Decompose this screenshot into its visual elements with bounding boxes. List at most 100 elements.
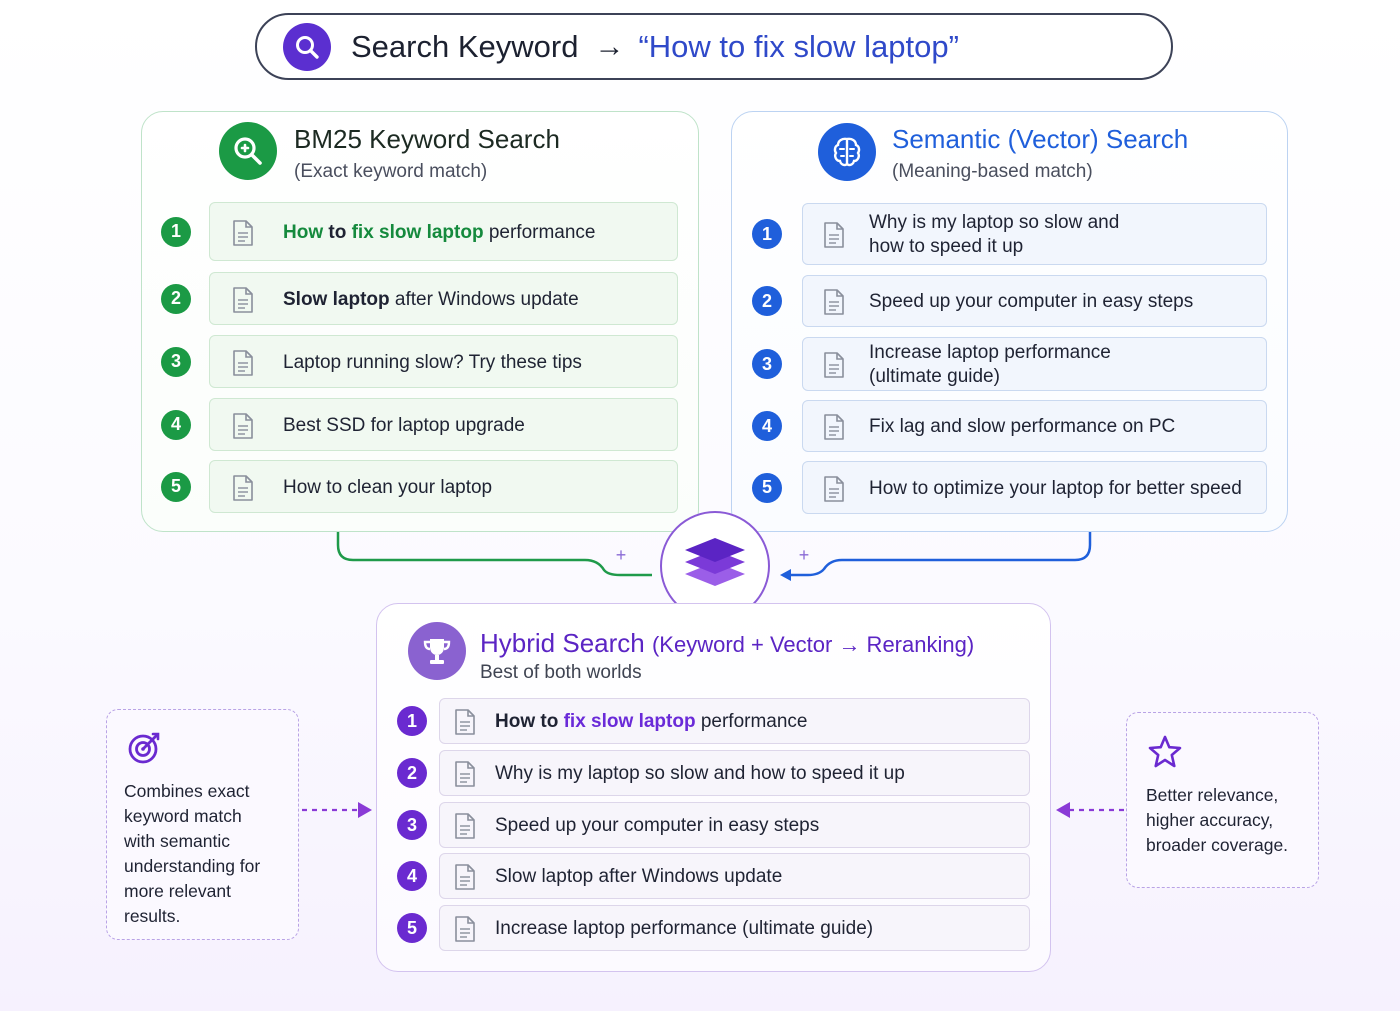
plus-right: + [799, 545, 810, 565]
semantic-result-title: Increase laptop performance (ultimate gui… [869, 341, 1111, 389]
bm25-rank-5: 5 [161, 471, 191, 502]
document-icon [454, 760, 476, 793]
semantic-result-title: Speed up your computer in easy steps [869, 290, 1193, 314]
semantic-rank-2: 2 [752, 286, 782, 316]
star-icon [1148, 735, 1182, 768]
note-line: keyword match [124, 806, 242, 826]
semantic-connector [783, 523, 1092, 577]
note-line: with semantic [124, 831, 231, 851]
bm25-result-row[interactable]: How to fix slow laptop performance [209, 202, 678, 261]
query-label: Search Keyword [351, 28, 579, 64]
document-icon [823, 288, 845, 321]
document-icon [454, 863, 476, 896]
bm25-result-fragment: after Windows update [389, 288, 579, 310]
bm25-result-title: Laptop running slow? Try these tips [283, 351, 582, 375]
semantic-result-line: Increase laptop performance [869, 342, 1111, 363]
target-icon [128, 732, 160, 764]
hybrid-result-row[interactable]: Speed up your computer in easy steps [439, 802, 1030, 848]
document-icon [232, 412, 254, 445]
hybrid-result-row[interactable]: Increase laptop performance (ultimate gu… [439, 905, 1030, 951]
hybrid-result-fragment: How to [495, 711, 559, 732]
hybrid-result-fragment: performance [695, 711, 808, 732]
semantic-result-row[interactable]: Speed up your computer in easy steps [802, 275, 1267, 327]
semantic-result-title: How to optimize your laptop for better s… [869, 477, 1242, 501]
document-icon [823, 413, 845, 446]
bm25-result-fragment: fix slow laptop [351, 221, 484, 243]
bm25-rank-2: 2 [161, 283, 191, 314]
document-icon [823, 475, 845, 508]
search-icon [283, 22, 331, 71]
bm25-result-title: How to clean your laptop [283, 476, 492, 500]
semantic-result-row[interactable]: Fix lag and slow performance on PC [802, 400, 1267, 452]
bm25-result-row[interactable]: Slow laptop after Windows update [209, 272, 678, 325]
semantic-title: Semantic (Vector) Search [892, 124, 1189, 154]
hybrid-result-title: Speed up your computer in easy steps [495, 814, 819, 838]
hybrid-result-title: How to fix slow laptop performance [495, 710, 808, 734]
semantic-result-row[interactable]: Increase laptop performance (ultimate gui… [802, 337, 1267, 391]
hybrid-rank-5: 5 [397, 913, 427, 943]
bm25-result-title: Slow laptop after Windows update [283, 288, 579, 312]
document-icon [232, 474, 254, 507]
bm25-result-fragment: Best SSD for laptop upgrade [283, 414, 525, 436]
hybrid-rank-1: 1 [397, 706, 427, 736]
trophy-icon [408, 622, 466, 680]
document-icon [823, 221, 845, 254]
semantic-rank-1: 1 [752, 219, 782, 249]
document-icon [232, 219, 254, 252]
bm25-result-title: How to fix slow laptop performance [283, 221, 596, 245]
bm25-result-fragment: performance [483, 221, 596, 243]
document-icon [232, 349, 254, 382]
plus-left: + [616, 545, 627, 565]
note-line: understanding for [124, 856, 261, 876]
hybrid-result-row[interactable]: Why is my laptop so slow and how to spee… [439, 750, 1030, 796]
semantic-subtitle: (Meaning-based match) [892, 161, 1093, 182]
bm25-result-row[interactable]: Laptop running slow? Try these tips [209, 335, 678, 388]
hybrid-title-line: Hybrid Search (Keyword + Vector → Rerank… [480, 628, 974, 659]
hybrid-result-row[interactable]: Slow laptop after Windows update [439, 853, 1030, 899]
semantic-rank-5: 5 [752, 472, 782, 503]
magnifier-icon [219, 122, 277, 180]
bm25-result-row[interactable]: Best SSD for laptop upgrade [209, 398, 678, 451]
document-icon [454, 708, 476, 741]
hybrid-result-fragment: Increase laptop performance (ultimate gu… [495, 918, 874, 939]
merge-node [660, 511, 770, 621]
document-icon [454, 812, 476, 845]
hybrid-panel: Hybrid Search (Keyword + Vector → Rerank… [376, 603, 1051, 972]
semantic-result-line: how to speed it up [869, 236, 1024, 257]
semantic-result-line: (ultimate guide) [869, 366, 1000, 387]
bm25-result-row[interactable]: How to clean your laptop [209, 460, 678, 513]
query-text: “How to fix slow laptop” [638, 28, 959, 64]
hybrid-result-row[interactable]: How to fix slow laptop performance [439, 698, 1030, 744]
hybrid-rank-3: 3 [397, 810, 427, 840]
hybrid-result-fragment: Speed up your computer in easy steps [495, 815, 820, 836]
document-icon [232, 286, 254, 319]
bm25-result-fragment: Slow laptop [283, 288, 390, 310]
hybrid-rank-2: 2 [397, 758, 427, 788]
bm25-rank-1: 1 [161, 216, 191, 247]
hybrid-title: Hybrid Search [480, 628, 645, 658]
semantic-rank-4: 4 [752, 411, 782, 441]
semantic-result-row[interactable]: How to optimize your laptop for better s… [802, 461, 1267, 514]
hybrid-result-fragment: fix slow laptop [563, 711, 696, 732]
semantic-result-line: Speed up your computer in easy steps [869, 291, 1194, 312]
right-note: Better relevance,higher accuracy,broader… [1126, 712, 1319, 888]
hybrid-result-fragment: Why is my laptop so slow and how to spee… [495, 763, 905, 784]
bm25-result-fragment: How [283, 221, 324, 243]
bm25-rank-4: 4 [161, 409, 191, 440]
bm25-result-fragment: to [328, 221, 347, 243]
semantic-rank-3: 3 [752, 349, 782, 379]
hybrid-result-title: Slow laptop after Windows update [495, 865, 782, 889]
hybrid-title-suffix: (Keyword + Vector → Reranking) [651, 632, 975, 657]
bm25-rank-3: 3 [161, 346, 191, 377]
query-arrow: → [594, 29, 625, 63]
note-line: more relevant [124, 881, 231, 901]
semantic-result-line: How to optimize your laptop for better s… [869, 477, 1242, 499]
note-line: Better relevance, [1146, 785, 1279, 805]
note-line: results. [124, 906, 181, 926]
bm25-connector [336, 523, 652, 577]
semantic-panel: Semantic (Vector) Search (Meaning-based … [731, 111, 1288, 532]
